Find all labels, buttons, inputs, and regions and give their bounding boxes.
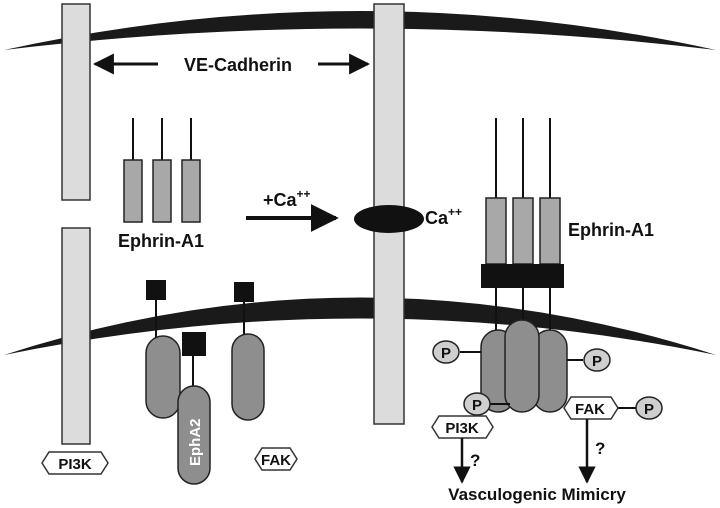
phospho-group-3: P xyxy=(463,392,510,416)
phospho-group-1: P xyxy=(432,340,481,364)
epha2-cluster-right xyxy=(480,264,568,413)
svg-text:P: P xyxy=(441,345,451,362)
pi3k-left-node xyxy=(41,451,109,475)
epha2-receptor-center xyxy=(177,332,211,485)
vasculogenic-mimicry-label: Vasculogenic Mimicry xyxy=(448,485,626,504)
epha2-receptor-left-b xyxy=(231,282,265,421)
phospho-group-2: P xyxy=(567,348,611,372)
pi3k-right-node xyxy=(431,415,494,439)
fak-right-node xyxy=(563,396,619,420)
svg-text:P: P xyxy=(592,353,602,370)
ca-plus-label: +Ca++ xyxy=(263,187,311,210)
svg-text:P: P xyxy=(644,401,654,418)
fak-right-label: FAK xyxy=(575,401,605,418)
ve-cadherin-bar-left-top xyxy=(61,3,91,201)
ve-cadherin-label: VE-Cadherin xyxy=(184,55,292,75)
pi3k-right-label: PI3K xyxy=(445,420,479,437)
ephrin-a1-right-label: Ephrin-A1 xyxy=(568,220,654,240)
svg-text:P: P xyxy=(472,397,482,414)
pi3k-question-mark: ? xyxy=(470,451,480,470)
fak-left-label: FAK xyxy=(261,452,291,469)
phospho-group-4: P xyxy=(618,396,663,420)
fak-left-node xyxy=(254,447,298,471)
lower-membrane xyxy=(4,297,716,355)
ca-label: Ca++ xyxy=(425,205,462,228)
ephrin-a1-left xyxy=(123,118,201,223)
ve-cadherin-label-bg xyxy=(158,52,318,76)
calcium-ion xyxy=(354,205,424,233)
epha2-receptor-left-a xyxy=(145,280,181,419)
upper-membrane xyxy=(4,11,716,50)
ephrin-a1-right xyxy=(485,118,561,265)
ephrin-a1-left-label: Ephrin-A1 xyxy=(118,231,204,251)
fak-question-mark: ? xyxy=(595,439,605,458)
pi3k-left-label: PI3K xyxy=(58,456,92,473)
epha2-label: EphA2 xyxy=(187,418,204,466)
ve-cadherin-bar-left-bottom xyxy=(61,227,91,445)
